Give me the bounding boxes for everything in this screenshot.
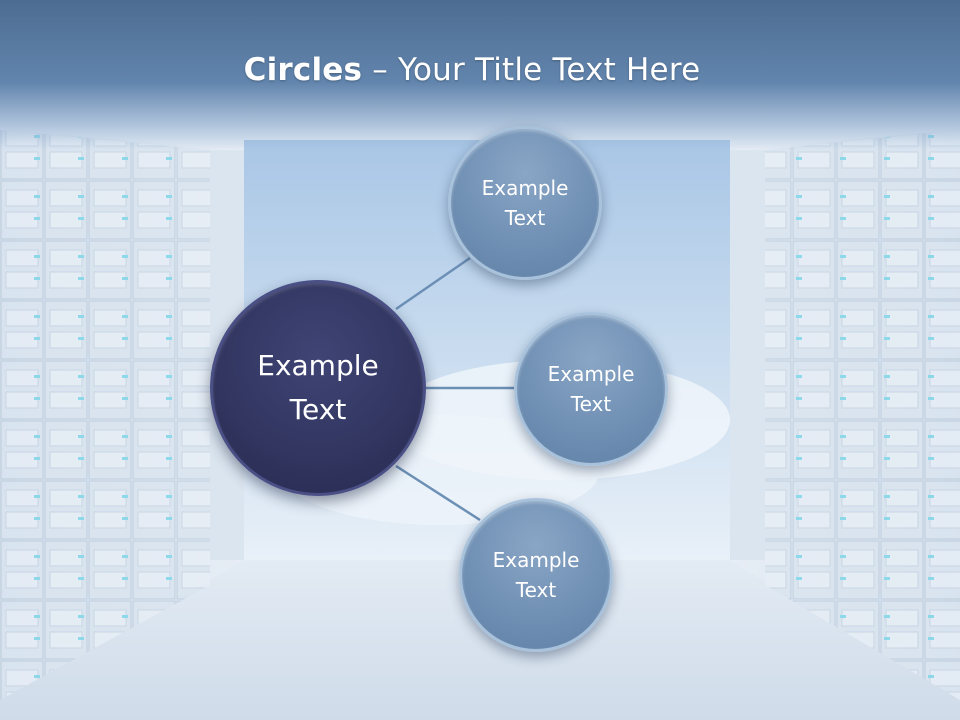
floor bbox=[0, 560, 960, 720]
satellite-circle-top[interactable]: Example Text bbox=[448, 126, 602, 280]
satellite-circle-middle[interactable]: Example Text bbox=[514, 312, 668, 466]
connector-line-bottom bbox=[395, 464, 481, 522]
title-bar: Circles – Your Title Text Here bbox=[0, 0, 960, 150]
title-bold: Circles bbox=[243, 52, 363, 88]
connector-line-top bbox=[395, 256, 471, 311]
satellite-circle-bottom[interactable]: Example Text bbox=[459, 498, 613, 652]
center-circle[interactable]: Example Text bbox=[210, 280, 426, 496]
title-rest: – Your Title Text Here bbox=[362, 52, 701, 88]
slide-title[interactable]: Circles – Your Title Text Here bbox=[0, 52, 944, 88]
